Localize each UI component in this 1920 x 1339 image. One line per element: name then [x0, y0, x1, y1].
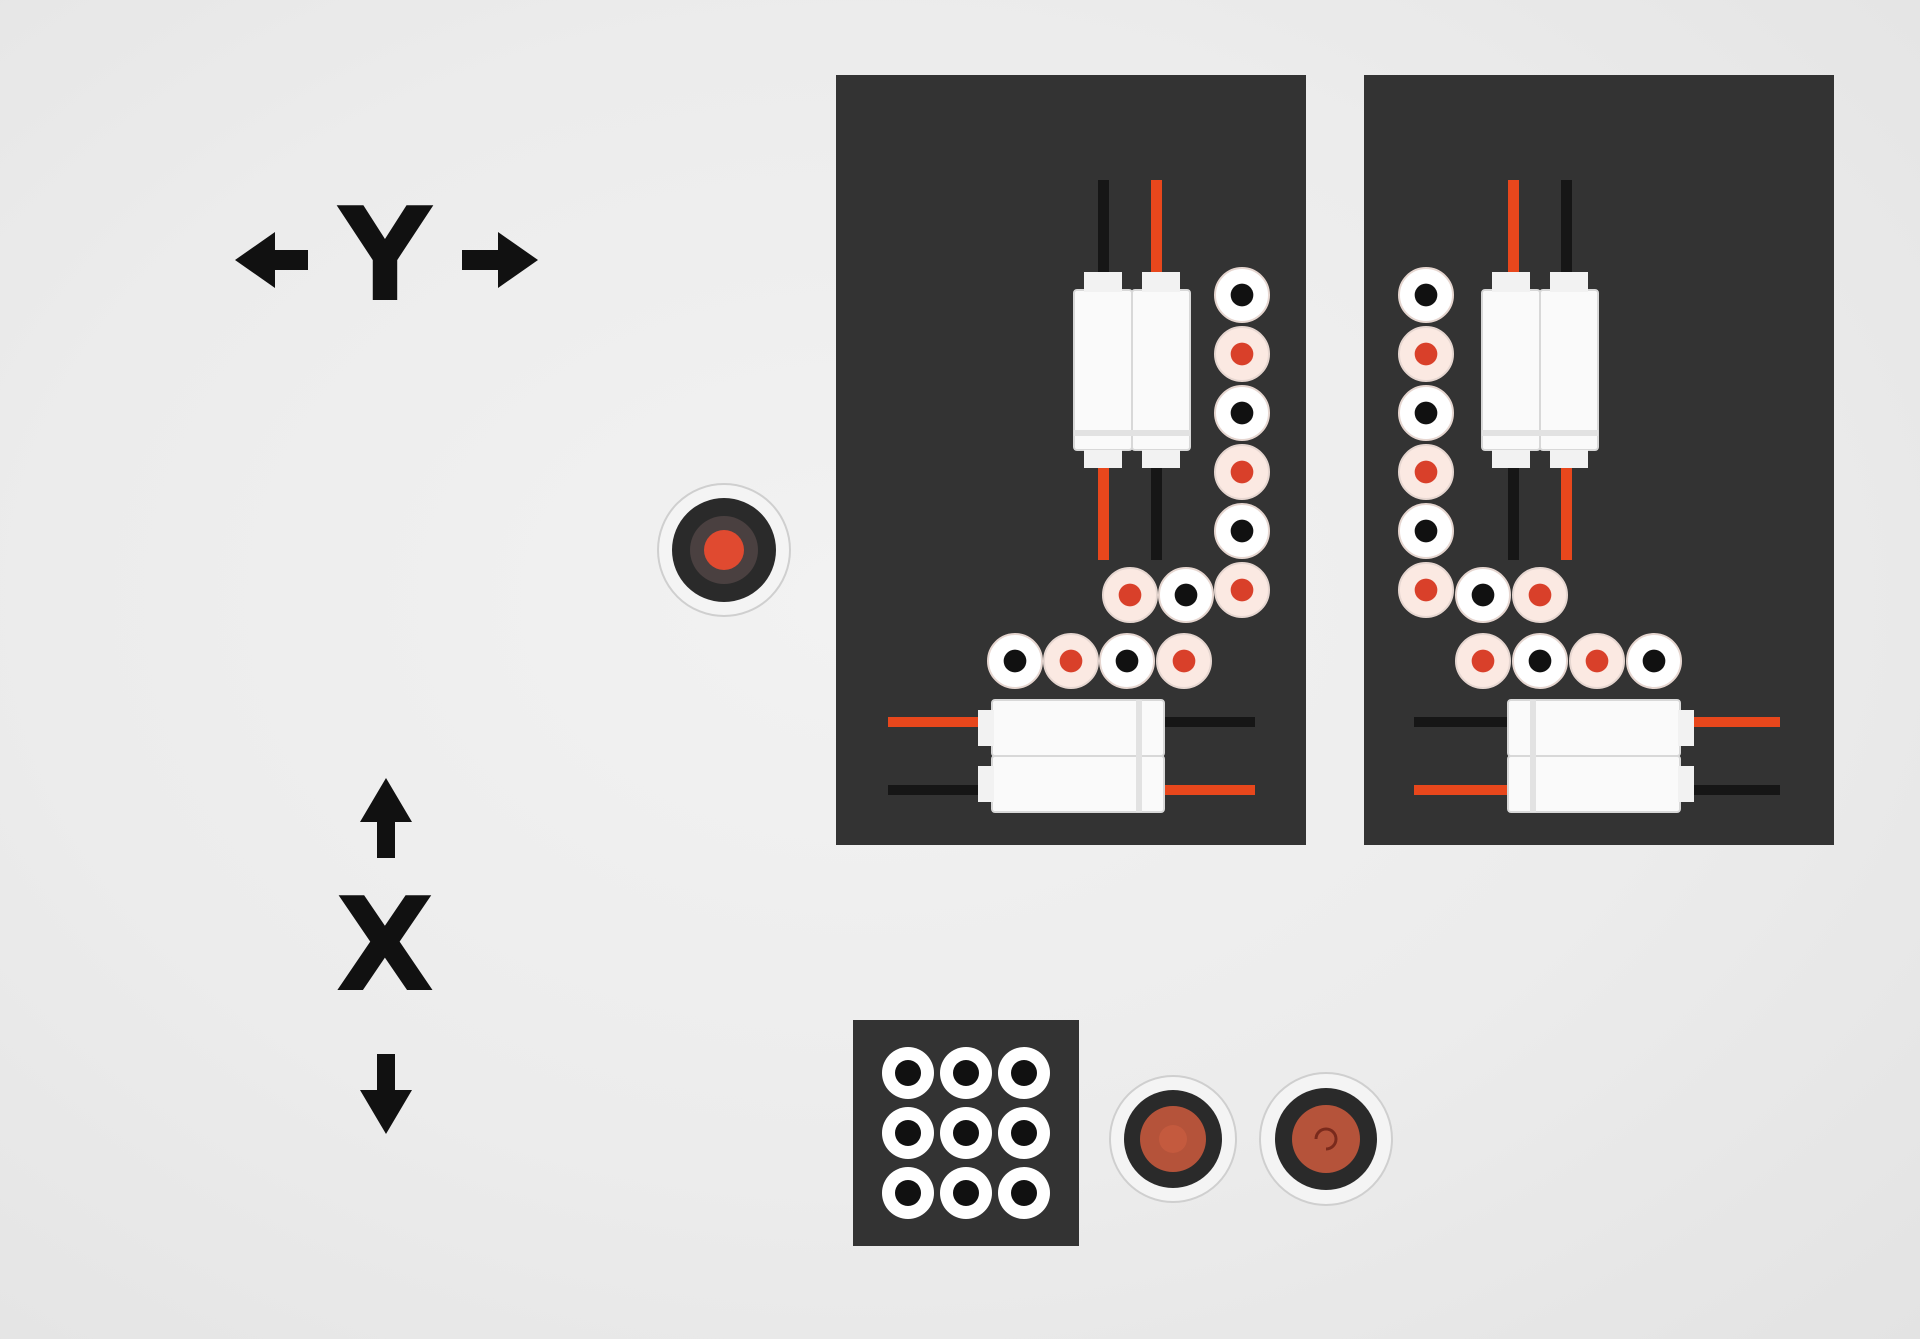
round-connector-bottom-1: [1109, 1075, 1237, 1203]
left-panel-vertical-wires: [1098, 180, 1162, 560]
right-panel-horizontal-wires: [1414, 717, 1780, 795]
right-panel-terminal-row-lower-2: [1569, 633, 1625, 689]
round-connector-bottom-2: [1259, 1072, 1393, 1206]
left-panel-terminal-row-upper-0: [1102, 567, 1158, 623]
right-panel-terminal-row-upper-1: [1512, 567, 1568, 623]
right-panel-terminal-row-upper-0: [1455, 567, 1511, 623]
left-panel-terminal-row-lower-0: [987, 633, 1043, 689]
right-panel-vertical-modules: [1481, 272, 1599, 468]
terminal-block-ring-2-2: [998, 1167, 1050, 1219]
left-panel-terminal-column-2: [1214, 385, 1270, 441]
left-panel-terminal-column-0: [1214, 267, 1270, 323]
arrow-down-icon: [360, 1054, 412, 1134]
round-connector-left: [657, 483, 791, 617]
left-panel-terminal-column-4: [1214, 503, 1270, 559]
right-panel-vertical-wires: [1508, 180, 1572, 560]
left-panel-terminal-row-lower-3: [1156, 633, 1212, 689]
left-panel-terminal-column-5: [1214, 562, 1270, 618]
right-panel-terminal-column-3: [1398, 444, 1454, 500]
terminal-block-ring-1-2: [998, 1107, 1050, 1159]
right-panel-terminal-row-lower-0: [1455, 633, 1511, 689]
arrow-right-icon: [462, 232, 538, 288]
arrow-up-icon: [360, 778, 412, 858]
terminal-block-ring-0-2: [998, 1047, 1050, 1099]
right-panel-terminal-column-1: [1398, 326, 1454, 382]
right-panel-terminal-column-2: [1398, 385, 1454, 441]
axis-x-label: X: [334, 869, 436, 1021]
terminal-block-rings: [882, 1047, 1050, 1219]
left-panel-terminal-column-3: [1214, 444, 1270, 500]
left-panel-vertical-modules: [1073, 272, 1191, 468]
right-panel-terminal-column-4: [1398, 503, 1454, 559]
right-panel-horizontal-modules: [1507, 699, 1694, 813]
terminal-block-ring-0-0: [882, 1047, 934, 1099]
left-panel-terminal-row-lower-2: [1099, 633, 1155, 689]
arrow-left-icon: [235, 232, 308, 288]
terminal-block-ring-2-0: [882, 1167, 934, 1219]
terminal-block-ring-0-1: [940, 1047, 992, 1099]
left-panel-horizontal-modules: [978, 699, 1165, 813]
terminal-block-ring-1-1: [940, 1107, 992, 1159]
terminal-block-ring-2-1: [940, 1167, 992, 1219]
left-panel-terminal-row-lower-1: [1043, 633, 1099, 689]
right-panel-terminal-row-lower-3: [1626, 633, 1682, 689]
right-panel-terminal-row-lower-1: [1512, 633, 1568, 689]
axis-y-label: Y: [337, 179, 433, 331]
panel-terminals: [987, 267, 1682, 689]
left-panel-terminal-row-upper-1: [1158, 567, 1214, 623]
right-panel-terminal-column-5: [1398, 562, 1454, 618]
left-panel-terminal-column-1: [1214, 326, 1270, 382]
terminal-block-ring-1-0: [882, 1107, 934, 1159]
left-panel-horizontal-wires: [888, 717, 1255, 795]
right-panel-terminal-column-0: [1398, 267, 1454, 323]
